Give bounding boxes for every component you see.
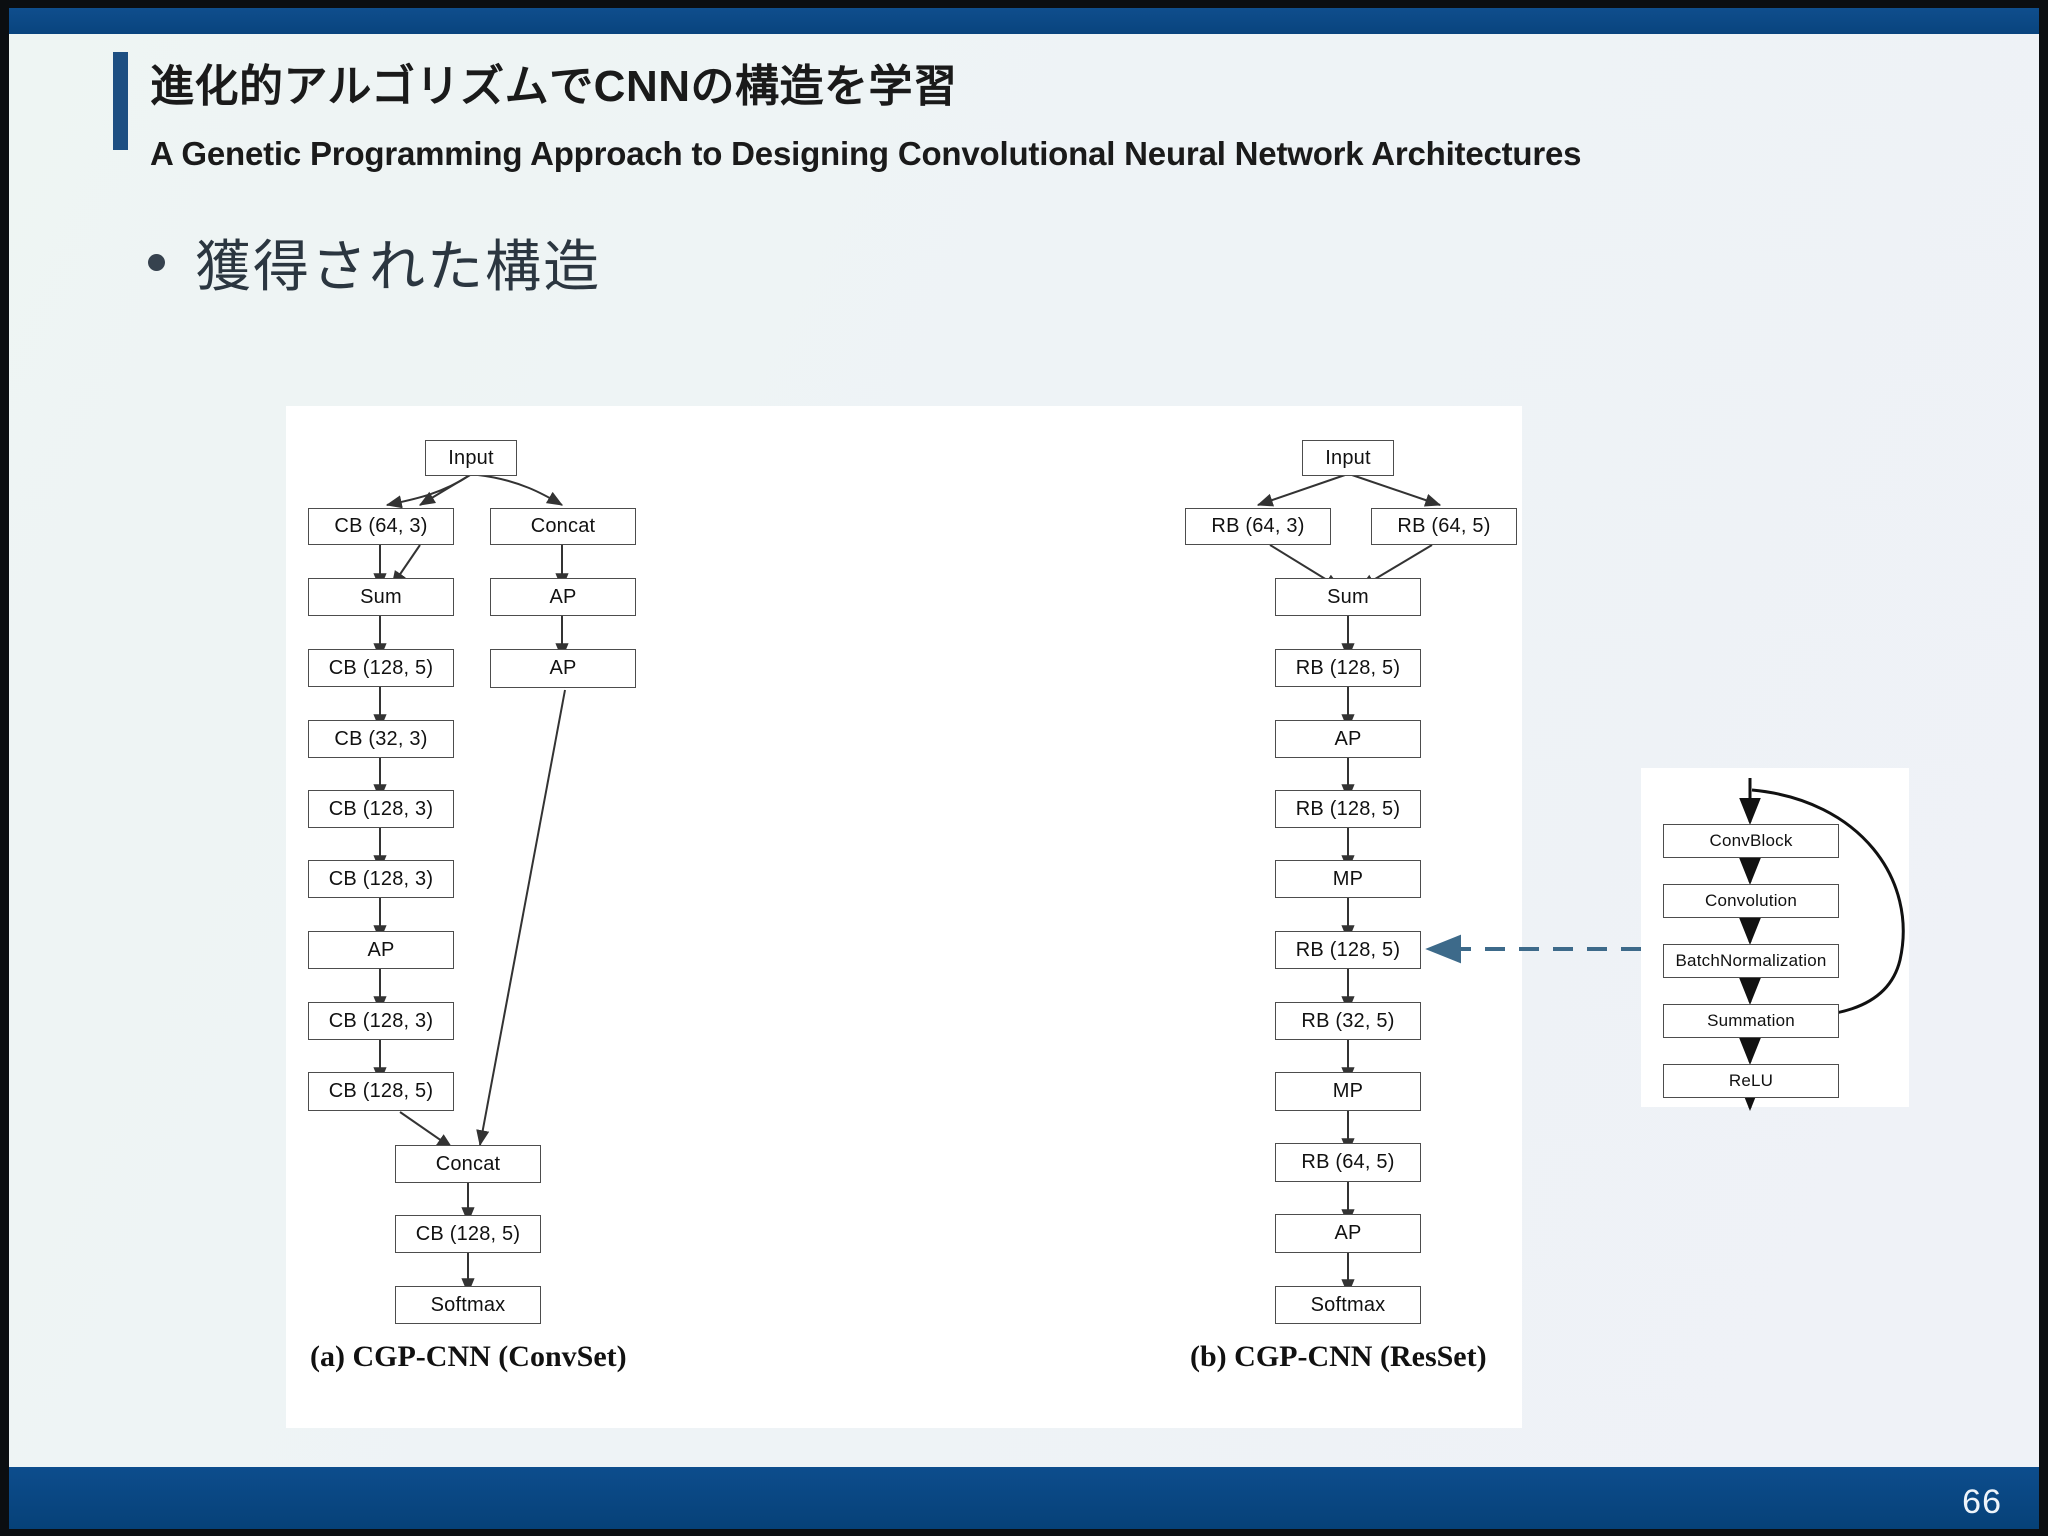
convset-node-concat-top[interactable]: Concat [490,508,636,545]
convset-node-ap-right-b[interactable]: AP [490,649,636,688]
resblock-node-relu[interactable]: ReLU [1663,1064,1839,1098]
resset-node-sum[interactable]: Sum [1275,578,1421,616]
resblock-node-batchnormalization[interactable]: BatchNormalization [1663,944,1839,978]
bullet-heading: 獲得された構造 [148,222,601,303]
convset-node-ap-right-a[interactable]: AP [490,578,636,616]
page-title-japanese: 進化的アルゴリズムでCNNの構造を学習 [150,62,958,111]
resset-node-ap-a[interactable]: AP [1275,720,1421,758]
resset-node-rb-64-5[interactable]: RB (64, 5) [1371,508,1517,545]
convset-node-cb-32-3[interactable]: CB (32, 3) [308,720,454,758]
resblock-node-convolution[interactable]: Convolution [1663,884,1839,918]
convset-node-input[interactable]: Input [425,440,517,476]
resblock-node-summation[interactable]: Summation [1663,1004,1839,1038]
figure-caption-a: (a) CGP-CNN (ConvSet) [310,1340,627,1373]
slide-frame-top [0,0,2048,8]
figure-caption-b: (b) CGP-CNN (ResSet) [1190,1340,1487,1373]
page-number: 66 [1962,1483,2002,1521]
footer-bar [9,1467,2039,1529]
convset-node-cb-128-3-b[interactable]: CB (128, 3) [308,860,454,898]
convset-node-cb-64-3[interactable]: CB (64, 3) [308,508,454,545]
slide-frame-right [2039,0,2048,1536]
slide-frame-bottom [0,1529,2048,1536]
resset-node-rb-64-5-b[interactable]: RB (64, 5) [1275,1143,1421,1182]
convset-node-cb-128-3-c[interactable]: CB (128, 3) [308,1002,454,1040]
bullet-point-icon [148,254,165,271]
resset-node-mp-a[interactable]: MP [1275,860,1421,898]
resblock-node-convblock[interactable]: ConvBlock [1663,824,1839,858]
convset-node-cb-128-5-out[interactable]: CB (128, 5) [395,1215,541,1253]
bullet-heading-label: 獲得された構造 [195,235,601,300]
convset-node-softmax[interactable]: Softmax [395,1286,541,1324]
resset-node-mp-b[interactable]: MP [1275,1072,1421,1111]
convset-node-sum[interactable]: Sum [308,578,454,616]
figure-panel [286,406,1522,1428]
resset-node-rb-128-5-a[interactable]: RB (128, 5) [1275,649,1421,687]
convset-node-cb-128-3-a[interactable]: CB (128, 3) [308,790,454,828]
resset-node-input[interactable]: Input [1302,440,1394,476]
page-subtitle-english: A Genetic Programming Approach to Design… [150,135,1582,172]
resset-node-rb-64-3[interactable]: RB (64, 3) [1185,508,1331,545]
resset-node-rb-128-5-b[interactable]: RB (128, 5) [1275,790,1421,828]
resset-node-ap-b[interactable]: AP [1275,1214,1421,1253]
residual-block-inset-panel [1641,768,1909,1107]
resset-node-rb-32-5[interactable]: RB (32, 5) [1275,1002,1421,1040]
resset-node-rb-128-5-highlight[interactable]: RB (128, 5) [1275,931,1421,969]
title-accent-rule [113,52,128,150]
convset-node-ap[interactable]: AP [308,931,454,969]
top-accent-bar [9,8,2039,34]
convset-node-cb-128-5-a[interactable]: CB (128, 5) [308,649,454,687]
convset-node-cb-128-5-b[interactable]: CB (128, 5) [308,1072,454,1111]
slide-frame-left [0,0,9,1536]
convset-node-concat-tail[interactable]: Concat [395,1145,541,1183]
resset-node-softmax[interactable]: Softmax [1275,1286,1421,1324]
